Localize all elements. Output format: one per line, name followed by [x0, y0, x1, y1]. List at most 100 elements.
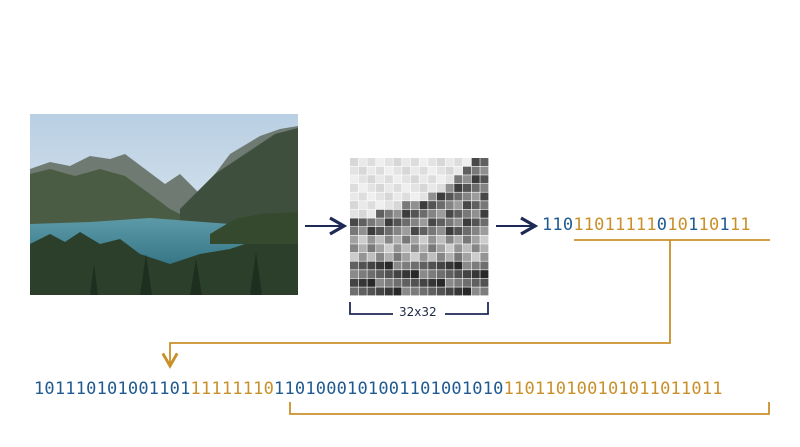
- pixel-cell: [480, 158, 489, 167]
- pixel-cell: [410, 227, 419, 236]
- pixel-cell: [376, 166, 385, 175]
- pixel-cell: [350, 278, 359, 287]
- pixel-cell: [358, 287, 367, 296]
- pixel-cell: [462, 235, 472, 244]
- pixel-cell: [376, 252, 385, 261]
- pixel-cell: [471, 227, 480, 236]
- pixel-cell: [445, 175, 454, 184]
- pixel-cell: [471, 278, 480, 287]
- pixel-cell: [350, 235, 359, 244]
- pixel-cell: [454, 252, 463, 261]
- pixel-cell: [419, 158, 428, 167]
- pixel-cell: [462, 209, 472, 218]
- pixel-cell: [393, 278, 402, 287]
- pixel-cell: [436, 252, 445, 261]
- pixel-cell: [480, 235, 489, 244]
- pixel-cell: [384, 261, 393, 270]
- pixel-cell: [471, 235, 480, 244]
- pixel-cell: [402, 192, 411, 201]
- pixel-cell: [428, 244, 437, 253]
- pixel-cell: [358, 261, 367, 270]
- pixel-cell: [419, 287, 428, 296]
- pixel-cell: [410, 287, 419, 296]
- pixel-cell: [358, 175, 367, 184]
- pixel-cell: [393, 166, 402, 175]
- landscape-photo: [30, 114, 298, 295]
- pixel-cell: [480, 227, 489, 236]
- pixel-cell: [471, 252, 480, 261]
- pixel-cell: [445, 166, 454, 175]
- pixel-cell: [428, 227, 437, 236]
- pixel-cell: [454, 270, 463, 279]
- pixel-cell: [462, 261, 472, 270]
- pixel-cell: [367, 175, 376, 184]
- pixel-cell: [350, 158, 359, 167]
- pixel-cell: [419, 244, 428, 253]
- pixel-cell: [419, 235, 428, 244]
- sequence-segment: 11111110: [190, 379, 275, 399]
- pixel-cell: [462, 192, 472, 201]
- pixel-cell: [428, 209, 437, 218]
- pixel-cell: [376, 287, 385, 296]
- pixel-cell: [393, 218, 402, 227]
- hash-segment: 11: [729, 215, 751, 235]
- pixel-cell: [462, 252, 472, 261]
- pixel-cell: [358, 192, 367, 201]
- pixel-cell: [436, 175, 445, 184]
- pixel-cell: [384, 278, 393, 287]
- pixel-cell: [393, 270, 402, 279]
- pixel-cell: [350, 218, 359, 227]
- pixel-cell: [393, 183, 402, 192]
- pixel-cell: [367, 201, 376, 210]
- pixel-cell: [454, 218, 463, 227]
- pixel-cell: [454, 287, 463, 296]
- pixel-cell: [471, 201, 480, 210]
- pixel-cell: [367, 158, 376, 167]
- pixel-cell: [480, 209, 489, 218]
- pixel-cell: [436, 201, 445, 210]
- pixel-cell: [428, 192, 437, 201]
- pixel-cell: [367, 287, 376, 296]
- pixel-cell: [428, 201, 437, 210]
- pixel-cell: [428, 270, 437, 279]
- pixel-cell: [445, 158, 454, 167]
- pixel-cell: [393, 227, 402, 236]
- hash-bits: 11011011111010110111: [542, 215, 751, 235]
- pixel-cell: [367, 227, 376, 236]
- pixel-cell: [419, 166, 428, 175]
- pixel-cell: [462, 166, 472, 175]
- pixel-cell: [428, 252, 437, 261]
- pixel-cell: [367, 261, 376, 270]
- pixel-cell: [428, 235, 437, 244]
- pixel-cell: [376, 158, 385, 167]
- pixel-cell: [393, 235, 402, 244]
- pixel-cell: [436, 192, 445, 201]
- pixel-cell: [471, 244, 480, 253]
- pixel-cell: [445, 244, 454, 253]
- pixel-cell: [393, 175, 402, 184]
- pixel-cell: [471, 166, 480, 175]
- pixel-cell: [480, 252, 489, 261]
- pixel-cell: [419, 218, 428, 227]
- pixel-cell: [410, 252, 419, 261]
- pixel-cell: [410, 218, 419, 227]
- pixel-cell: [376, 192, 385, 201]
- pixel-cell: [384, 183, 393, 192]
- pixel-cell: [445, 261, 454, 270]
- pixel-cell: [350, 175, 359, 184]
- pixel-cell: [445, 278, 454, 287]
- pixel-cell: [393, 261, 402, 270]
- pixel-cell: [358, 201, 367, 210]
- pixel-cell: [384, 287, 393, 296]
- pixel-cell: [393, 192, 402, 201]
- pixel-cell: [480, 183, 489, 192]
- pixel-cell: [428, 287, 437, 296]
- pixel-cell: [350, 201, 359, 210]
- pixel-cell: [454, 175, 463, 184]
- pixel-cell: [402, 287, 411, 296]
- pixel-cell: [393, 244, 402, 253]
- pixel-cell: [454, 158, 463, 167]
- pixel-cell: [480, 166, 489, 175]
- pixel-cell: [436, 235, 445, 244]
